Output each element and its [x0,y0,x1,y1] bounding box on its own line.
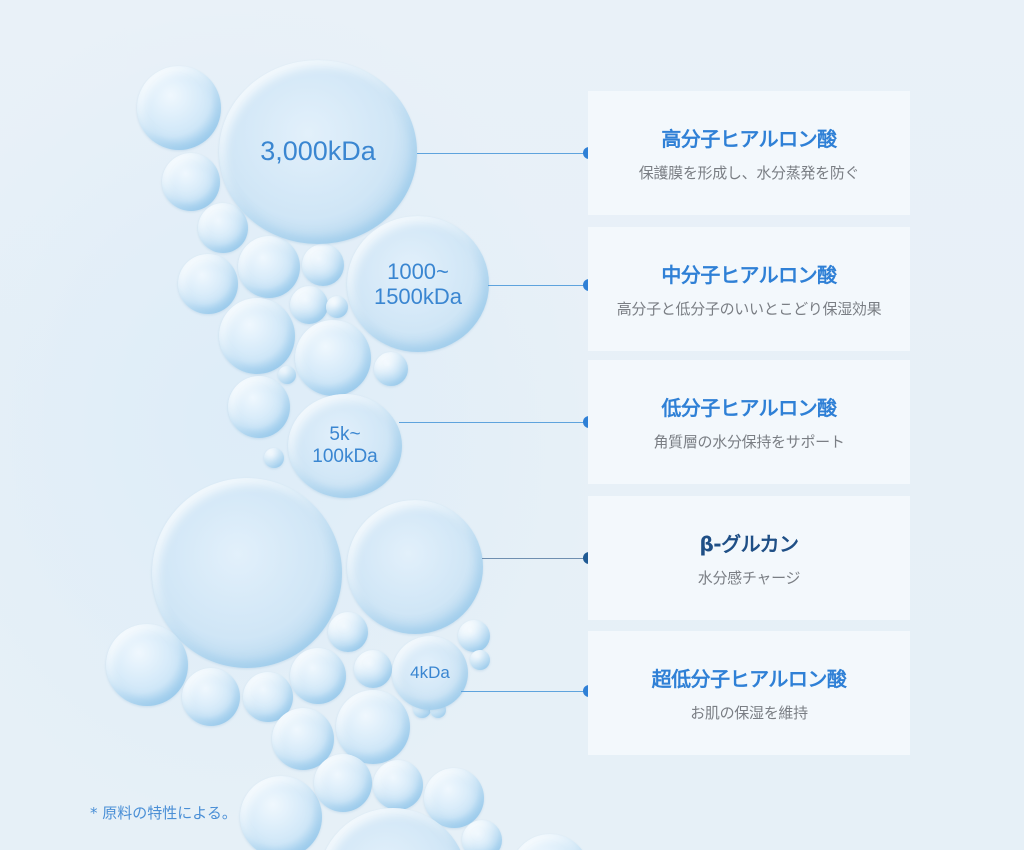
bubble-decor [106,624,188,706]
bubble-decor [424,768,484,828]
bubble-decor [302,244,344,286]
card-description: 高分子と低分子のいいとこどり保湿効果 [616,300,882,318]
bubble-decor [462,820,502,850]
card-description: 保護膜を形成し、水分蒸発を防ぐ [638,164,860,182]
bubble-decor-large [152,478,342,668]
card-description: お肌の保湿を維持 [690,704,808,722]
card-title: β-グルカン [699,532,799,556]
bubble-decor [290,648,346,704]
bubble-high-molecular [219,60,417,244]
card-high-molecular-ha: 高分子ヒアルロン酸 保護膜を形成し、水分蒸発を防ぐ [588,91,910,215]
bubble-decor [354,650,392,688]
bubble-decor [264,448,284,468]
card-title: 超低分子ヒアルロン酸 [651,667,847,691]
bubble-decor [295,320,371,396]
bubble-decor [228,376,290,438]
bubble-decor [182,668,240,726]
bubble-label-5k-100kda: 5k~ 100kDa [312,424,378,467]
bubble-decor [219,298,295,374]
card-ultra-low-molecular-ha: 超低分子ヒアルロン酸 お肌の保湿を維持 [588,631,910,755]
bubble-decor [238,236,300,298]
card-description: 水分感チャージ [697,569,801,587]
bubble-mid-molecular [347,216,489,352]
bubble-decor [240,776,322,850]
bubble-decor [290,286,328,324]
card-description: 角質層の水分保持をサポート [653,433,845,451]
bubble-decor [470,650,490,670]
bubble-decor [458,620,490,652]
bubble-ultra-low-molecular [392,636,468,710]
card-title: 高分子ヒアルロン酸 [661,127,837,151]
bubble-decor [373,760,423,810]
connector-line [482,558,588,559]
bubble-decor [314,754,372,812]
bubble-decor [278,366,296,384]
card-beta-glucan: β-グルカン 水分感チャージ [588,496,910,620]
bubble-low-molecular [288,394,402,498]
card-title: 中分子ヒアルロン酸 [661,263,837,287]
card-title: 低分子ヒアルロン酸 [661,396,837,420]
bubble-label-1000-1500kda: 1000~ 1500kDa [373,258,463,309]
bubble-label-4kda: 4kDa [410,663,450,683]
bubble-decor [137,66,221,150]
bubble-beta-glucan [347,500,483,634]
bubble-decor [374,352,408,386]
connector-line [399,422,587,423]
connector-line [488,285,588,286]
connector-line [417,153,589,154]
bubble-decor [178,254,238,314]
bubble-label-3000kda: 3,000kDa [260,136,376,167]
bubble-decor [198,203,248,253]
bubble-decor [336,690,410,764]
card-mid-molecular-ha: 中分子ヒアルロン酸 高分子と低分子のいいとこどり保湿効果 [588,227,910,351]
connector-line [461,691,587,692]
card-low-molecular-ha: 低分子ヒアルロン酸 角質層の水分保持をサポート [588,360,910,484]
bubble-decor [328,612,368,652]
footnote: * 原料の特性による。 [90,804,237,822]
bubble-decor [162,153,220,211]
bubble-decor [326,296,348,318]
